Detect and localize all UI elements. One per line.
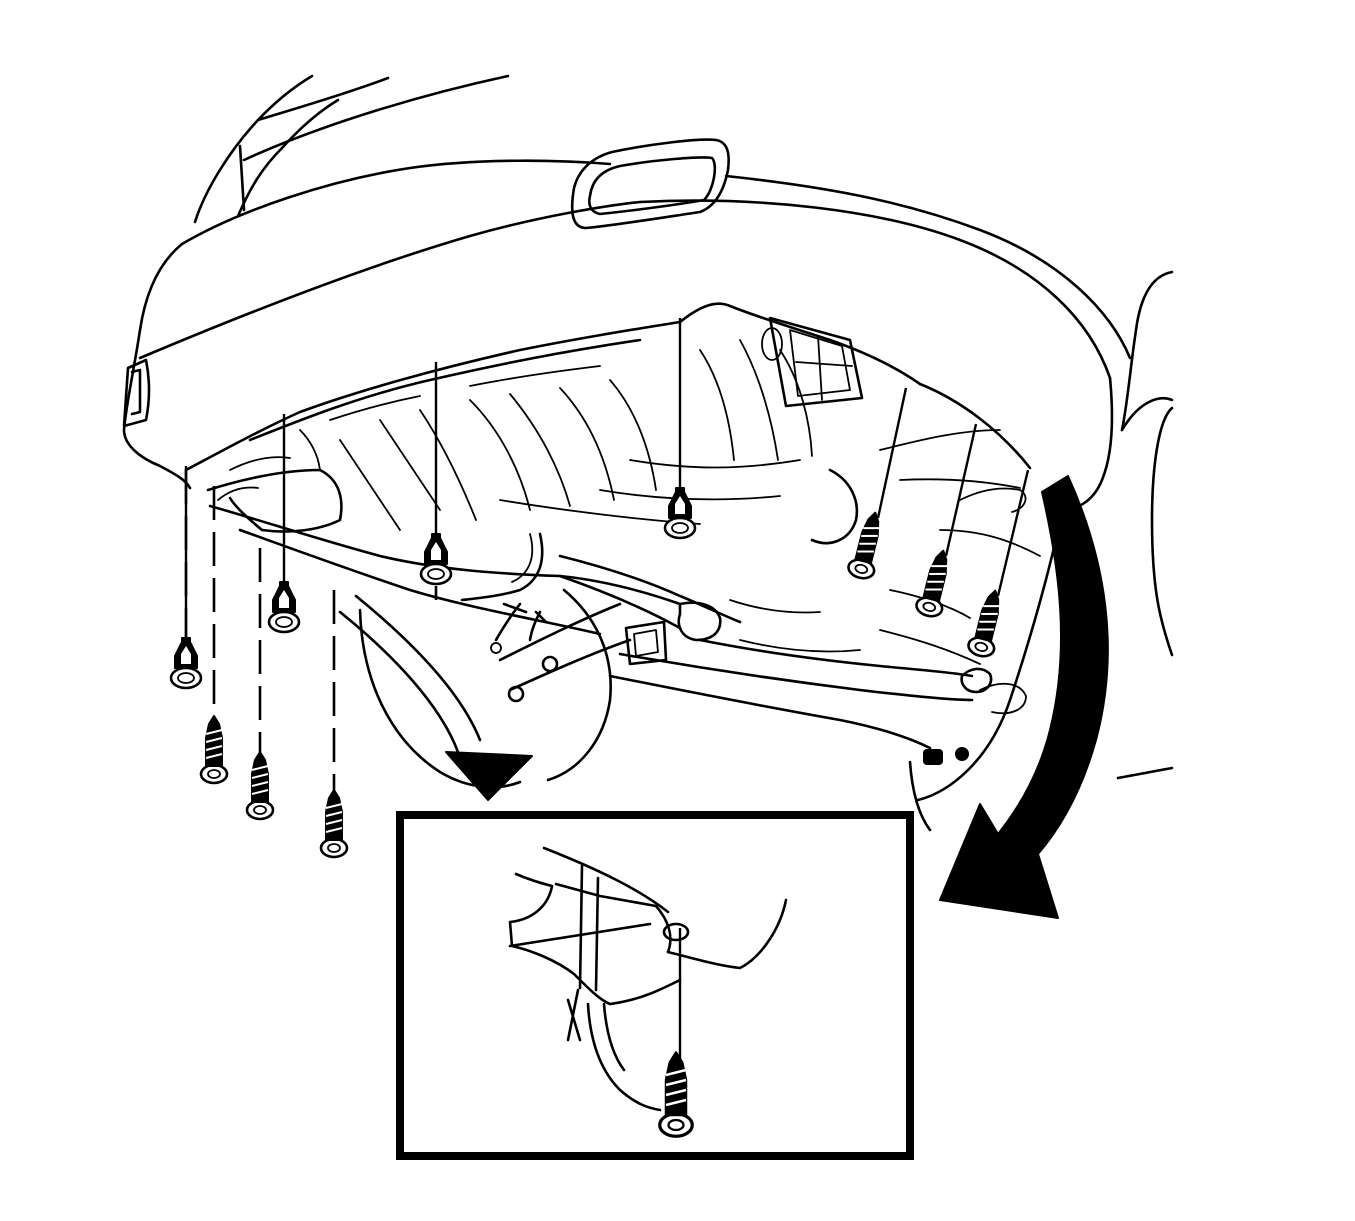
callout-arrow-right bbox=[939, 475, 1109, 919]
detail-view-inset bbox=[396, 811, 914, 1160]
callout-arrow-left bbox=[338, 594, 533, 801]
tapping-screw-icon bbox=[199, 508, 1010, 859]
vehicle-body bbox=[122, 74, 1174, 802]
fastener-leader-lines bbox=[184, 318, 1030, 796]
underbody-shield bbox=[184, 302, 1041, 832]
